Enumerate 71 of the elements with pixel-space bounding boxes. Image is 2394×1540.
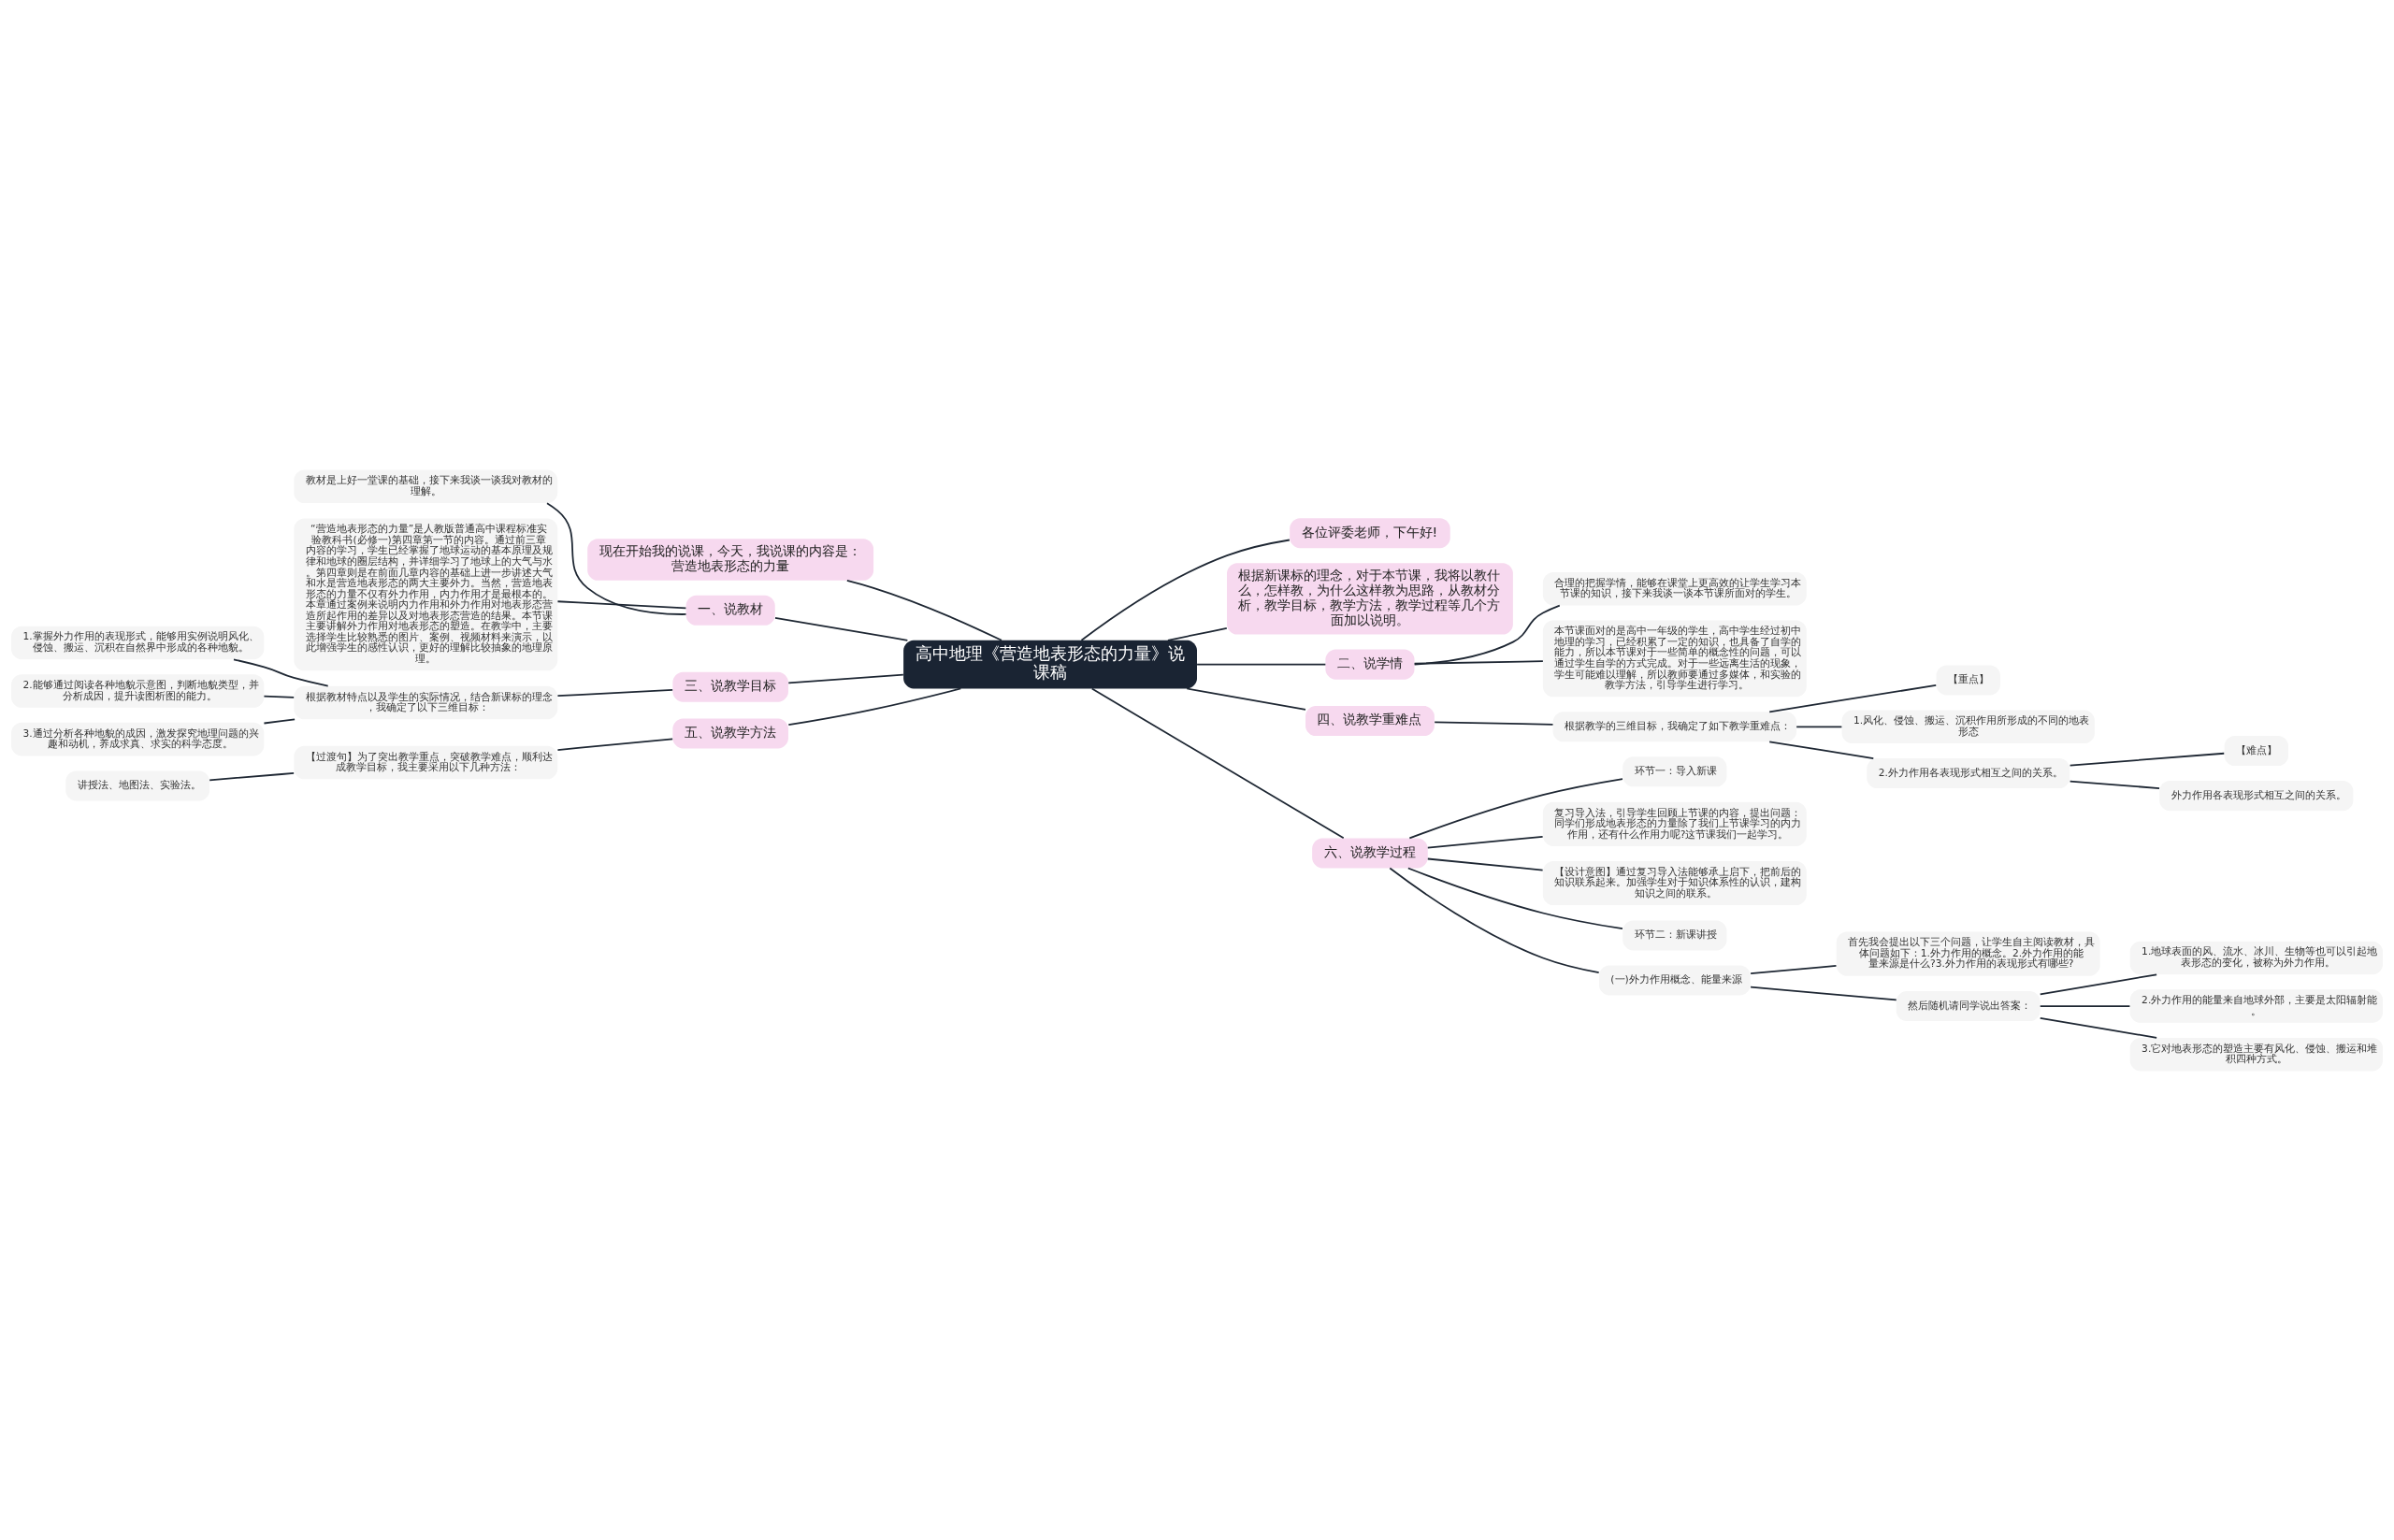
- connector: [787, 687, 962, 726]
- connector: [209, 771, 296, 781]
- node-box: 首先我会提出以下三个问题，让学生自主阅读教材，具体问题如下：1.外力作用的概念。2.外力作用的能量来源是什么?3.外力作用的表现形式有哪些?: [1836, 931, 2100, 976]
- connector: [1186, 687, 1306, 711]
- connector: [556, 599, 687, 609]
- connector: [546, 501, 687, 615]
- node-box: 1.风化、侵蚀、搬运、沉积作用所形成的不同的地表形态: [1841, 710, 2095, 743]
- node-box: 外力作用各表现形式相互之间的关系。: [2159, 780, 2354, 811]
- connector: [1426, 857, 1544, 871]
- node-box: 三、说教学目标: [672, 671, 788, 702]
- node-box: 【重点】: [1936, 665, 2000, 696]
- connector: [1196, 663, 1327, 665]
- node-box: 然后随机请同学说出答案：: [1896, 990, 2041, 1021]
- node-box: 1.掌握外力作用的表现形式，能够用实例说明风化、侵蚀、搬运、沉积在自然界中形成的各种地貌。: [11, 626, 265, 659]
- connector: [2039, 972, 2158, 995]
- connector: [1389, 867, 1600, 973]
- connector: [1768, 740, 1875, 759]
- node-box: 【难点】: [2224, 735, 2289, 766]
- node-box: 一、说教材: [685, 595, 775, 626]
- node-box: 本节课面对的是高中一年级的学生，高中学生经过初中地理的学习，已经积累了一定的知识，也具备了自学的能力，所以本节课对于一些简单的概念性的问题，可以通过学生自学的方式完成。对于一些远离生活的现象，学生可能难以理解，所以教师要通过多媒体，和实验的教学方法，引导学生进行学习。: [1542, 620, 1807, 697]
- node-box: 【过渡句】为了突出教学重点，突破教学难点，顺利达成教学目标，我主要采用以下几种方法：: [294, 745, 558, 779]
- node-box: 根据教材特点以及学生的实际情况，结合新课标的理念，我确定了以下三维目标：: [294, 685, 558, 719]
- connector: [1426, 835, 1544, 848]
- connector: [2039, 1004, 2131, 1007]
- node-box: 五、说教学方法: [672, 717, 788, 748]
- connector: [1090, 687, 1345, 839]
- connector: [1413, 604, 1561, 665]
- node-box: 【设计意图】通过复习导入法能够承上启下，把前后的知识联系起来。加强学生对于知识体系性的认识，建构知识之间的联系。: [1542, 860, 1807, 905]
- connector: [1406, 867, 1623, 929]
- connector: [1768, 684, 1938, 712]
- connector: [1750, 964, 1838, 974]
- connector: [2039, 1016, 2158, 1039]
- connector: [556, 688, 674, 697]
- connector: [233, 657, 329, 687]
- connector: [1080, 539, 1291, 641]
- connector: [774, 616, 909, 641]
- connector: [2069, 752, 2226, 767]
- node-box: 教材是上好一堂课的基础，接下来我谈一谈我对教材的理解。: [294, 469, 558, 503]
- node-box: 各位评委老师，下午好!: [1290, 517, 1450, 548]
- connector: [1408, 777, 1623, 839]
- node-box: 1.地球表面的风、流水、冰川、生物等也可以引起地表形态的变化，被称为外力作用。: [2129, 941, 2383, 974]
- connector: [1413, 659, 1544, 665]
- connector: [1796, 725, 1843, 727]
- node-box: 3.通过分析各种地貌的成因，激发探究地理问题的兴趣和动机，养成求真、求实的科学态度。: [11, 722, 265, 756]
- connector: [556, 737, 674, 751]
- node-box: 2.能够通过阅读各种地貌示意图，判断地貌类型，并分析成因，提升读图析图的能力。: [11, 673, 265, 708]
- connector: [2069, 780, 2160, 789]
- node-box: 根据新课标的理念，对于本节课，我将以教什么，怎样教，为什么这样教为思路，从教材分析，教学目标，教学方法，教学过程等几个方面加以说明。: [1227, 562, 1513, 635]
- node-box: 2.外力作用各表现形式相互之间的关系。: [1867, 757, 2070, 788]
- node-box: 根据教学的三维目标，我确定了如下教学重难点：: [1552, 711, 1797, 741]
- node-box: 现在开始我的说课，今天，我说课的内容是：营造地表形态的力量: [587, 538, 874, 581]
- node-box: 合理的把握学情，能够在课堂上更高效的让学生学习本节课的知识，接下来我谈一谈本节课所面对的学生。: [1542, 571, 1807, 605]
- node-box: 复习导入法，引导学生回顾上节课的内容，提出问题：同学们形成地表形态的力量除了我们上节课学习的内力作用，还有什么作用力呢?这节课我们一起学习。: [1542, 801, 1807, 846]
- node-box: 六、说教学过程: [1312, 837, 1428, 868]
- connector: [1750, 986, 1897, 1000]
- connector: [1167, 626, 1228, 641]
- connector: [787, 673, 904, 684]
- node-box: 高中地理《营造地表形态的力量》说课稿: [903, 640, 1197, 688]
- connector: [263, 717, 296, 724]
- node-box: 环节一：导入新课: [1622, 756, 1727, 786]
- node-box: 二、说学情: [1325, 649, 1415, 680]
- connector: [845, 579, 1002, 641]
- node-box: 四、说教学重难点: [1305, 705, 1435, 736]
- node-box: 3.它对地表形态的塑造主要有风化、侵蚀、搬运和堆积四种方式。: [2129, 1037, 2383, 1071]
- node-box: 讲授法、地图法、实验法。: [65, 770, 210, 800]
- node-box: 环节二：新课讲授: [1622, 920, 1727, 950]
- node-box: 2.外力作用的能量来自地球外部，主要是太阳辐射能。: [2129, 988, 2383, 1023]
- node-box: (一)外力作用概念、能量来源: [1598, 965, 1751, 996]
- connector: [263, 695, 296, 698]
- node-box: “营造地表形态的力量”是人教版普通高中课程标准实验教科书(必修一)第四章第一节的内容。通过前三章内容的学习，学生已经掌握了地球运动的基本原理及规律和地球的圈层结构，并详细学习了地球上的大气与水。第四章则是在前面几章内容的基础上进一步讲述大气和水是营造地表形态的两大主要外力。当然，营造地表形态的力量不仅有外力作用，内力作用才是最根本的。本章通过案例来说明内力作用和外力作用对地表形态营造所起作用的差异以及对地表形态营造的结果。本节课主要讲解外力作用对地表形态的塑造。在教学中，主要选择学生比较熟悉的图片、案例、视频材料来演示，以此增强学生的感性认识，更好的理解比较抽象的地理原理。: [294, 518, 558, 670]
- connector: [1434, 721, 1554, 726]
